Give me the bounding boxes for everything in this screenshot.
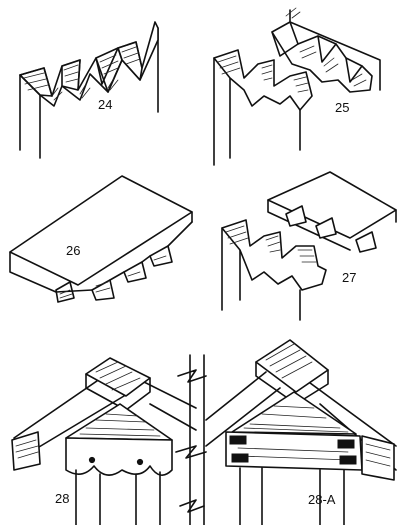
figure-27-dovetail-keys — [221, 171, 397, 321]
figure-26-label: 26 — [66, 243, 81, 258]
figure-28a-gable-joint — [205, 339, 397, 525]
figure-24-label: 24 — [98, 97, 113, 112]
figure-28-gable-joint — [11, 357, 197, 525]
figure-24-dovetail-board — [19, 21, 159, 159]
figure-28-label: 28 — [55, 491, 70, 506]
break-marks — [175, 354, 207, 525]
figure-26-sliding-dovetail — [9, 175, 193, 303]
figure-27-label: 27 — [342, 270, 357, 285]
figure-28a-label: 28-A — [308, 492, 336, 507]
figure-25-dovetail-joint — [213, 7, 381, 166]
figure-25-label: 25 — [335, 100, 350, 115]
